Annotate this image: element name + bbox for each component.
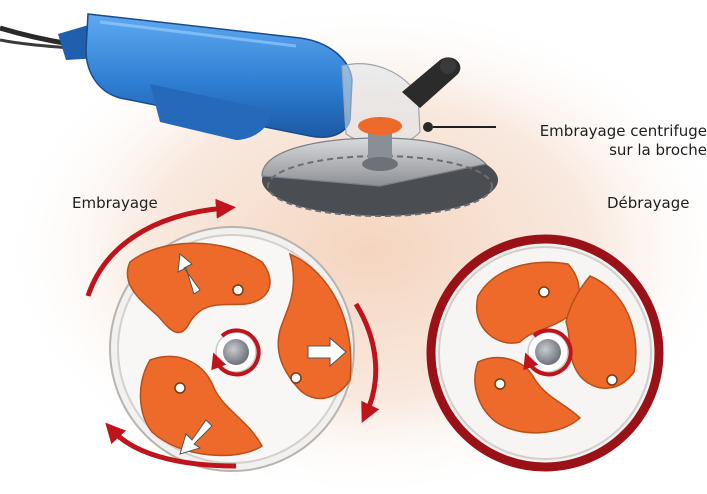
callout-line-2: sur la broche [503,141,707,160]
callout-line-1: Embrayage centrifuge [503,122,707,141]
disengaged-label: Débrayage [607,194,689,213]
clutch-disengaged [431,239,659,467]
engaged-label: Embrayage [72,194,158,213]
callout-label: Embrayage centrifuge sur la broche [503,122,707,160]
